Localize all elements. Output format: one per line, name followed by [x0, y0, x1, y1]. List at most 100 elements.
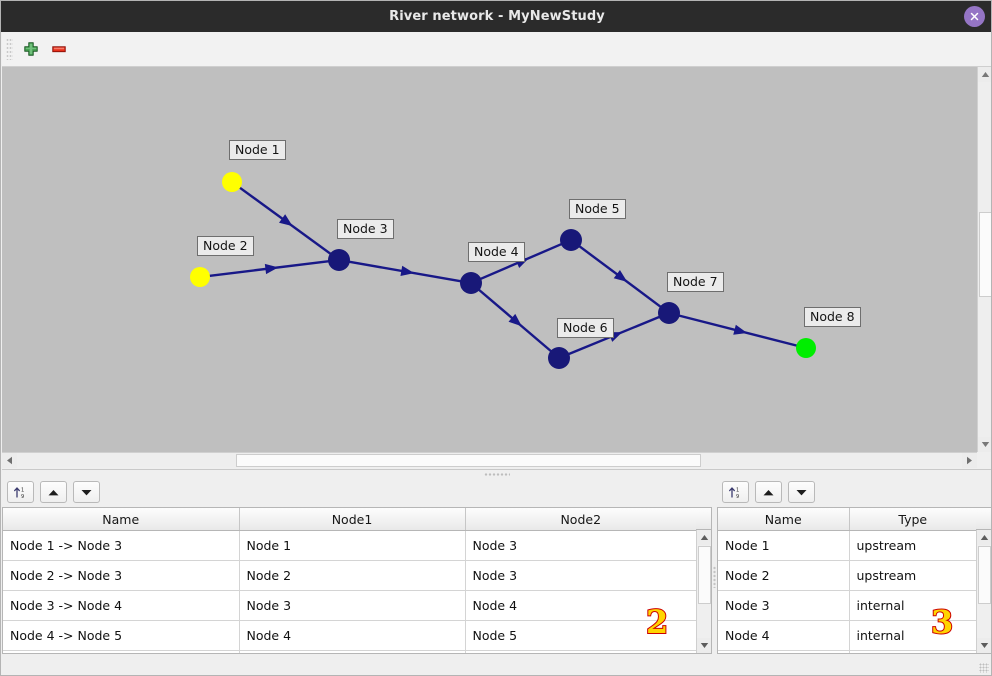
- cell-empty[interactable]: [849, 650, 976, 653]
- add-node-button[interactable]: [17, 35, 45, 63]
- node-scroll-up-button[interactable]: [977, 530, 991, 545]
- node-label-node4[interactable]: Node 4: [468, 242, 525, 263]
- cell-node1[interactable]: Node 1: [239, 530, 466, 561]
- cell-type[interactable]: upstream: [849, 560, 976, 591]
- resize-grip[interactable]: [979, 663, 989, 673]
- cell-name[interactable]: Node 4 -> Node 5: [3, 620, 240, 651]
- reach-panel: 1 9: [2, 477, 712, 675]
- cell-name[interactable]: Node 3 -> Node 4: [3, 590, 240, 621]
- graph-node-node2[interactable]: [190, 267, 210, 287]
- node-sort-button[interactable]: 1 9: [722, 481, 749, 503]
- reach-toolbar: 1 9: [2, 477, 100, 507]
- node-label-node7[interactable]: Node 7: [667, 272, 724, 293]
- cell-node1[interactable]: Node 4: [239, 620, 466, 651]
- column-header-name[interactable]: Name: [718, 508, 850, 531]
- node-label-node8[interactable]: Node 8: [804, 307, 861, 328]
- node-table-vscrollbar[interactable]: [976, 530, 991, 653]
- node-label-node2[interactable]: Node 2: [197, 236, 254, 257]
- node-label-node5[interactable]: Node 5: [569, 199, 626, 220]
- cell-empty[interactable]: [3, 650, 240, 653]
- cell-name[interactable]: Node 3: [718, 590, 850, 621]
- column-header-node1[interactable]: Node1: [239, 508, 466, 531]
- graph-vscroll-thumb[interactable]: [979, 212, 991, 297]
- horizontal-splitter[interactable]: [2, 469, 991, 478]
- reach-scroll-up-button[interactable]: [697, 530, 711, 545]
- cell-name[interactable]: Node 2 -> Node 3: [3, 560, 240, 591]
- cell-empty[interactable]: [239, 650, 466, 653]
- reach-vscroll-thumb[interactable]: [698, 546, 711, 604]
- graph-hscrollbar[interactable]: [2, 452, 977, 468]
- reach-move-up-button[interactable]: [40, 481, 67, 503]
- vertical-splitter-grip: [713, 565, 716, 588]
- column-header-name[interactable]: Name: [3, 508, 240, 531]
- cell-name[interactable]: Node 1: [718, 530, 850, 561]
- cell-empty[interactable]: [465, 650, 696, 653]
- node-label-node3[interactable]: Node 3: [337, 219, 394, 240]
- triangle-up-icon: [48, 489, 59, 495]
- reach-table-row-partial[interactable]: [3, 650, 696, 653]
- graph-node-node6[interactable]: [548, 347, 570, 369]
- node-move-down-button[interactable]: [788, 481, 815, 503]
- reach-sort-button[interactable]: 1 9: [7, 481, 34, 503]
- column-header-node2[interactable]: Node2: [465, 508, 696, 531]
- reach-table-vscrollbar[interactable]: [696, 530, 711, 653]
- cell-type[interactable]: internal: [849, 620, 976, 651]
- close-button[interactable]: [964, 6, 985, 27]
- node-scroll-down-button[interactable]: [977, 638, 991, 653]
- svg-text:9: 9: [736, 493, 739, 499]
- cell-type[interactable]: upstream: [849, 530, 976, 561]
- graph-vscrollbar[interactable]: [977, 67, 991, 452]
- remove-node-button[interactable]: [45, 35, 73, 63]
- cell-node2[interactable]: Node 5: [465, 620, 696, 651]
- graph-node-node5[interactable]: [560, 229, 582, 251]
- cell-node2[interactable]: Node 3: [465, 530, 696, 561]
- graph-scroll-down-button[interactable]: [978, 437, 991, 452]
- toolbar-grip[interactable]: [6, 38, 13, 60]
- graph-scroll-up-button[interactable]: [978, 67, 991, 82]
- cell-node1[interactable]: Node 3: [239, 590, 466, 621]
- node-vscroll-thumb[interactable]: [978, 546, 991, 604]
- graph-node-node8[interactable]: [796, 338, 816, 358]
- node-table-row-partial[interactable]: [718, 650, 976, 653]
- reach-scroll-down-button[interactable]: [697, 638, 711, 653]
- column-header-type[interactable]: Type: [849, 508, 976, 531]
- graph-node-node7[interactable]: [658, 302, 680, 324]
- network-diagram[interactable]: Node 1 Node 2 Node 3 Node 4 Node 5 Node 6 Node…: [2, 67, 977, 452]
- svg-text:1: 1: [736, 487, 739, 493]
- graph-node-node1[interactable]: [222, 172, 242, 192]
- node-move-up-button[interactable]: [755, 481, 782, 503]
- cell-empty[interactable]: [718, 650, 850, 653]
- arrowhead-icon: [279, 214, 293, 227]
- cell-node2[interactable]: Node 3: [465, 560, 696, 591]
- cell-name[interactable]: Node 4: [718, 620, 850, 651]
- arrowhead-icon: [508, 313, 522, 327]
- node-label-node6[interactable]: Node 6: [557, 318, 614, 339]
- graph-hscroll-thumb[interactable]: [236, 454, 701, 467]
- cell-node2[interactable]: Node 4: [465, 590, 696, 621]
- cell-type[interactable]: internal: [849, 590, 976, 621]
- node-label-node1[interactable]: Node 1: [229, 140, 286, 161]
- cell-name[interactable]: Node 2: [718, 560, 850, 591]
- cell-node1[interactable]: Node 2: [239, 560, 466, 591]
- graph-node-node3[interactable]: [328, 249, 350, 271]
- graph-node-node4[interactable]: [460, 272, 482, 294]
- graph-scroll-right-button[interactable]: [962, 453, 977, 468]
- graph-scroll-left-button[interactable]: [2, 453, 17, 468]
- cell-name[interactable]: Node 1 -> Node 3: [3, 530, 240, 561]
- reach-move-down-button[interactable]: [73, 481, 100, 503]
- vertical-splitter[interactable]: [712, 477, 717, 675]
